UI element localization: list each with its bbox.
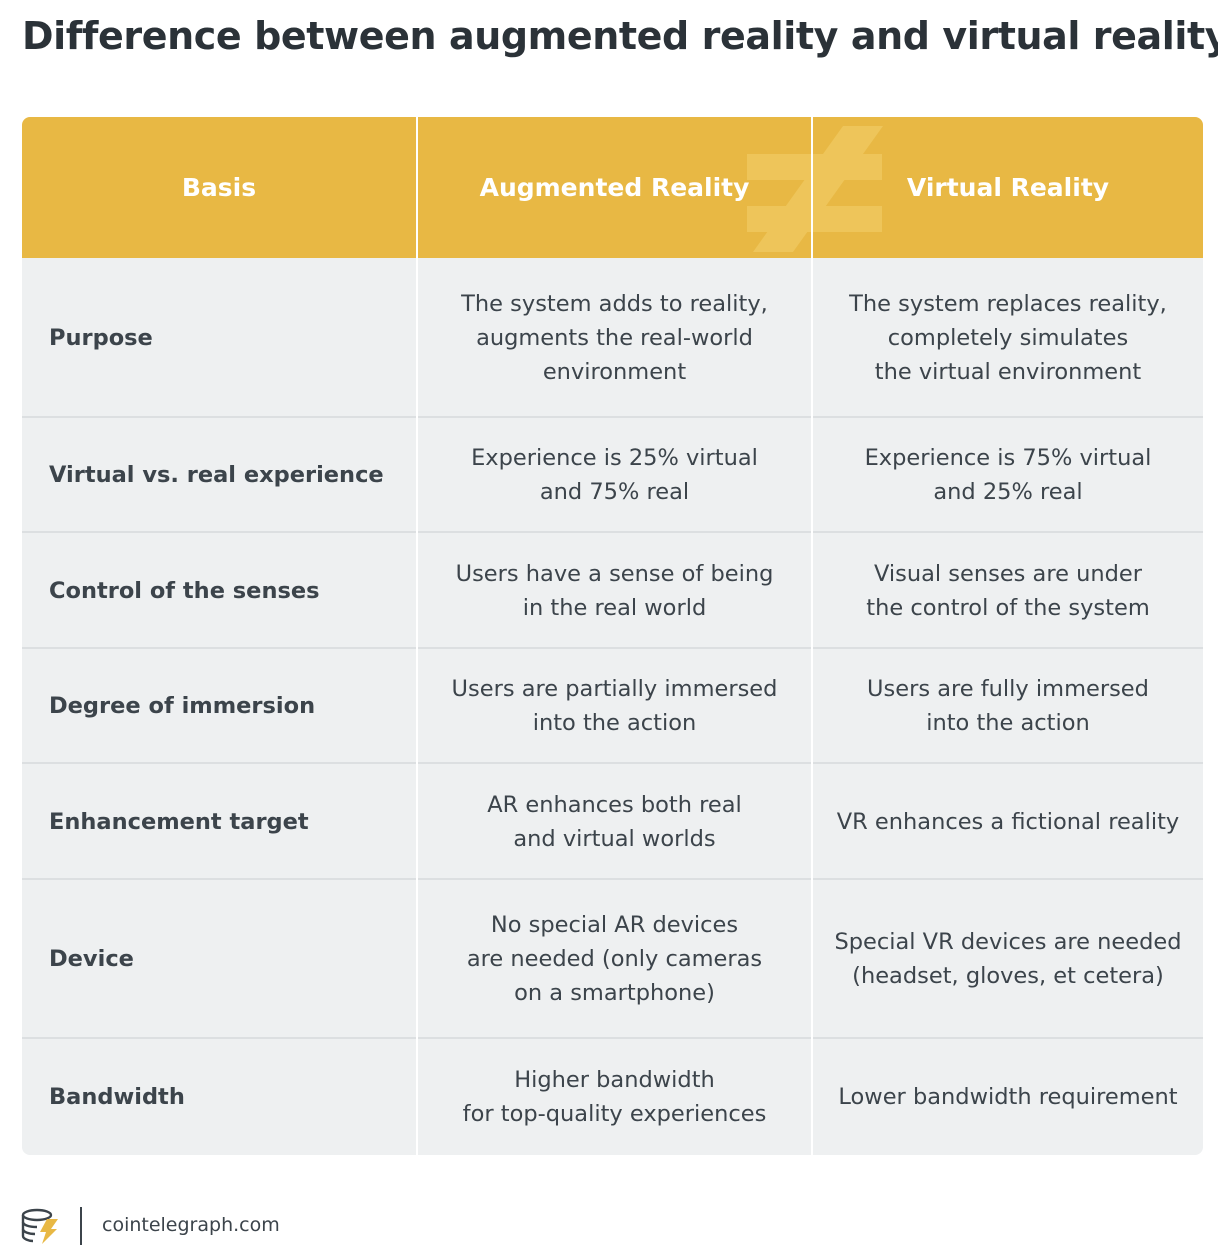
- row-ar-cell: Experience is 25% virtual and 75% real: [471, 445, 758, 505]
- row-divider: [22, 416, 1203, 418]
- table-row: Purpose The system adds to reality, augm…: [22, 258, 1203, 417]
- footer-divider: [80, 1207, 82, 1245]
- row-basis-label: Purpose: [49, 324, 153, 351]
- header-augmented-reality: Augmented Reality: [479, 173, 750, 202]
- table-header: Basis Augmented Reality Virtual Reality: [22, 117, 1203, 258]
- row-divider: [22, 647, 1203, 649]
- header-basis: Basis: [181, 173, 257, 202]
- row-basis-label: Control of the senses: [49, 577, 320, 604]
- header-virtual-reality: Virtual Reality: [906, 173, 1110, 202]
- column-divider: [416, 117, 418, 1155]
- not-equal-icon: [747, 126, 883, 252]
- row-basis-label: Degree of immersion: [49, 693, 316, 719]
- row-vr-cell: Special VR devices are needed (headset, …: [834, 929, 1182, 989]
- row-basis-label: Virtual vs. real experience: [49, 462, 384, 488]
- column-divider: [811, 117, 813, 1155]
- row-ar-cell: AR enhances both real and virtual worlds: [487, 791, 742, 852]
- row-basis-label: Enhancement target: [49, 808, 309, 835]
- row-vr-cell: VR enhances a fictional reality: [836, 808, 1180, 835]
- table-row: Enhancement target AR enhances both real…: [22, 764, 1203, 879]
- cointelegraph-logo-icon: [21, 1208, 58, 1244]
- row-ar-cell: Users have a sense of being in the real …: [455, 560, 774, 621]
- row-basis-label: Bandwidth: [49, 1084, 185, 1110]
- row-vr-cell: Lower bandwidth requirement: [838, 1084, 1178, 1110]
- table-row: Device No special AR devices are needed …: [22, 880, 1203, 1038]
- row-ar-cell: Higher bandwidth for top-quality experie…: [462, 1067, 767, 1127]
- row-vr-cell: Visual senses are under the control of t…: [866, 560, 1150, 621]
- row-divider: [22, 531, 1203, 533]
- row-vr-cell: Users are fully immersed into the action: [867, 676, 1149, 736]
- table-row: Control of the senses Users have a sense…: [22, 533, 1203, 648]
- comparison-table: Basis Augmented Reality Virtual Reality …: [22, 117, 1203, 1155]
- row-vr-cell: Experience is 75% virtual and 25% real: [864, 445, 1152, 505]
- row-basis-label: Device: [49, 946, 134, 972]
- row-divider: [22, 878, 1203, 880]
- row-divider: [22, 762, 1203, 764]
- row-vr-cell: The system replaces reality, completely …: [849, 290, 1167, 385]
- row-divider: [22, 1037, 1203, 1039]
- row-ar-cell: No special AR devices are needed (only c…: [466, 912, 763, 1006]
- table-row: Virtual vs. real experience Experience i…: [22, 418, 1203, 532]
- row-ar-cell: Users are partially immersed into the ac…: [451, 676, 778, 736]
- row-ar-cell: The system adds to reality, augments the…: [461, 290, 768, 385]
- table-row: Bandwidth Higher bandwidth for top-quali…: [22, 1039, 1203, 1155]
- page-title: Difference between augmented reality and…: [22, 14, 1218, 58]
- table-row: Degree of immersion Users are partially …: [22, 649, 1203, 763]
- footer-site-link[interactable]: cointelegraph.com: [102, 1214, 280, 1236]
